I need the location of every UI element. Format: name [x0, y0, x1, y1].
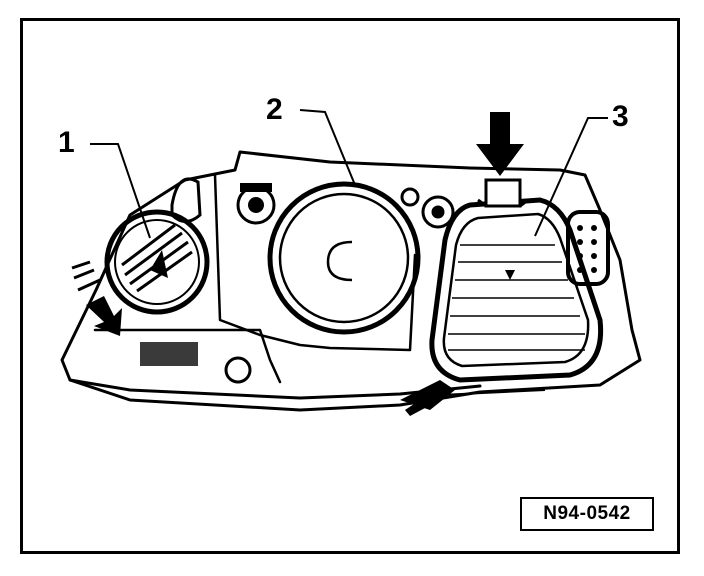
adjuster-rod: [439, 389, 546, 396]
cover-3-group: [429, 197, 604, 383]
reference-code-box: N94-0542: [520, 497, 654, 531]
leader-3: [534, 117, 608, 237]
label-plate: [140, 342, 198, 366]
cap-1-hatching: [121, 223, 193, 293]
small-socket-left: [236, 183, 276, 225]
arrow-top: [476, 112, 524, 176]
cover-3-inner: [442, 212, 590, 368]
cover-2-outer-ring: [267, 181, 421, 335]
cover-2-center-mark: [326, 240, 353, 282]
retaining-clip: [477, 178, 529, 208]
small-socket-right: [400, 187, 455, 229]
housing-lower-edge: [68, 378, 482, 400]
cover-3-ribs: [448, 244, 585, 351]
diagram-frame: [20, 18, 680, 554]
cover-3-outer: [429, 197, 604, 383]
leader-1: [90, 143, 151, 239]
cap-1-outer-ring: [104, 209, 210, 315]
adjuster-screw: [224, 356, 252, 384]
leader-2: [299, 109, 356, 186]
cover-2-group: [267, 181, 421, 335]
callout-3: 3: [612, 100, 629, 133]
reference-code: N94-0542: [543, 503, 631, 524]
housing-outline: [60, 150, 642, 412]
plug-connector: [566, 210, 610, 286]
callout-1: 1: [58, 126, 75, 159]
lower-step: [93, 328, 282, 384]
housing-inner-panel: [213, 173, 417, 352]
callout-2: 2: [266, 93, 283, 126]
cover-2-inner-ring: [278, 192, 410, 324]
arrow-left: [71, 260, 122, 336]
cover-3-center-mark: [505, 270, 515, 280]
adjuster-mechanism: [400, 380, 455, 416]
cap-1-handle: [150, 250, 168, 278]
mounting-lug: [170, 177, 202, 223]
leader-lines: [90, 109, 608, 239]
cap-1-inner-ring: [114, 219, 200, 305]
cap-1-group: [104, 209, 210, 315]
